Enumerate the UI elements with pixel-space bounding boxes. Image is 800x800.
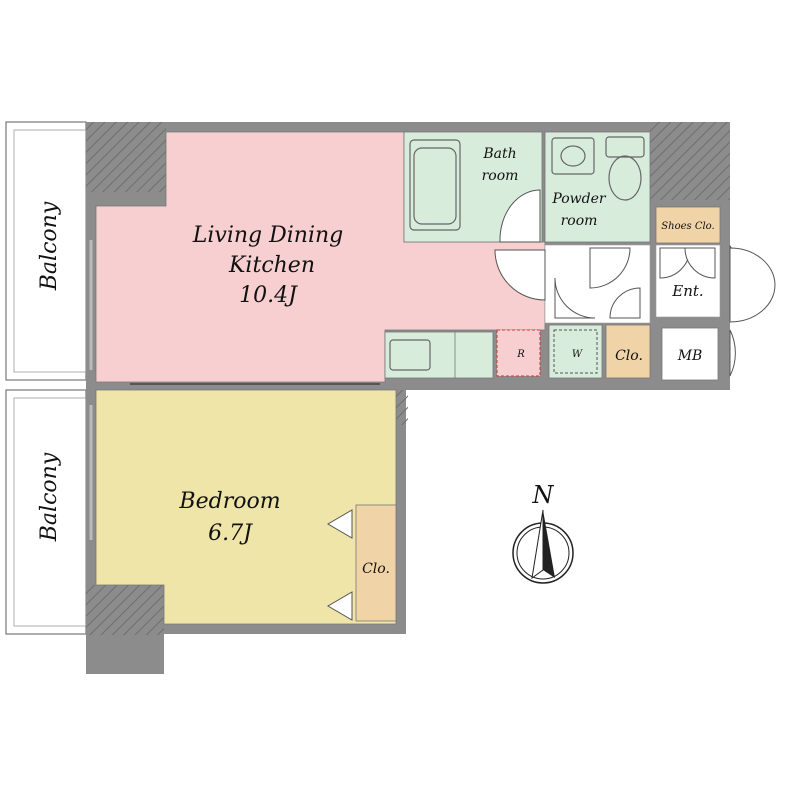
washer-label: W [572, 349, 583, 360]
toilet-icon [605, 136, 645, 158]
shoes-closet-label: Shoes Clo. [661, 221, 714, 232]
powder-room-label-line1: Powder [551, 191, 607, 207]
powder-room-label-line2: room [561, 213, 598, 229]
balcony-bottom: Balcony [5, 389, 87, 635]
bedroom-size: 6.7J [208, 521, 253, 546]
hall-closet [605, 324, 651, 379]
refrigerator-label: R [516, 349, 525, 360]
hall-door-icon [494, 249, 546, 301]
entrance-label: Ent. [671, 282, 703, 300]
ldk-label-line1: Living Dining [192, 223, 344, 248]
ldk-label-line2: Kitchen [228, 253, 315, 278]
bathtub-icon [409, 139, 461, 231]
refrigerator-space [496, 329, 541, 377]
kitchen-counter [384, 331, 494, 379]
ldk-size: 10.4J [239, 283, 298, 308]
hall-closet-label: Clo. [615, 348, 643, 364]
washbasin-icon [551, 137, 595, 175]
bathroom-label-line2: room [482, 168, 519, 184]
sink-icon [389, 339, 431, 371]
balcony-top-label: Balcony [37, 201, 62, 291]
compass-icon: N [512, 481, 574, 584]
washer-space [548, 324, 603, 379]
closet-door-icon [327, 509, 353, 539]
shoes-closet [655, 206, 721, 244]
bedroom-label: Bedroom [178, 489, 280, 514]
bathroom-door-icon [499, 189, 541, 243]
meter-box-label: MB [677, 348, 703, 364]
bedroom [95, 389, 397, 625]
compass-north-label: N [532, 481, 555, 509]
bathroom-label-line1: Bath [482, 146, 516, 162]
bedroom-closet-label: Clo. [362, 561, 390, 577]
balcony-top: Balcony [5, 121, 87, 381]
meter-box [661, 327, 719, 381]
balcony-bottom-label: Balcony [37, 452, 62, 542]
bedroom-closet [355, 504, 397, 622]
